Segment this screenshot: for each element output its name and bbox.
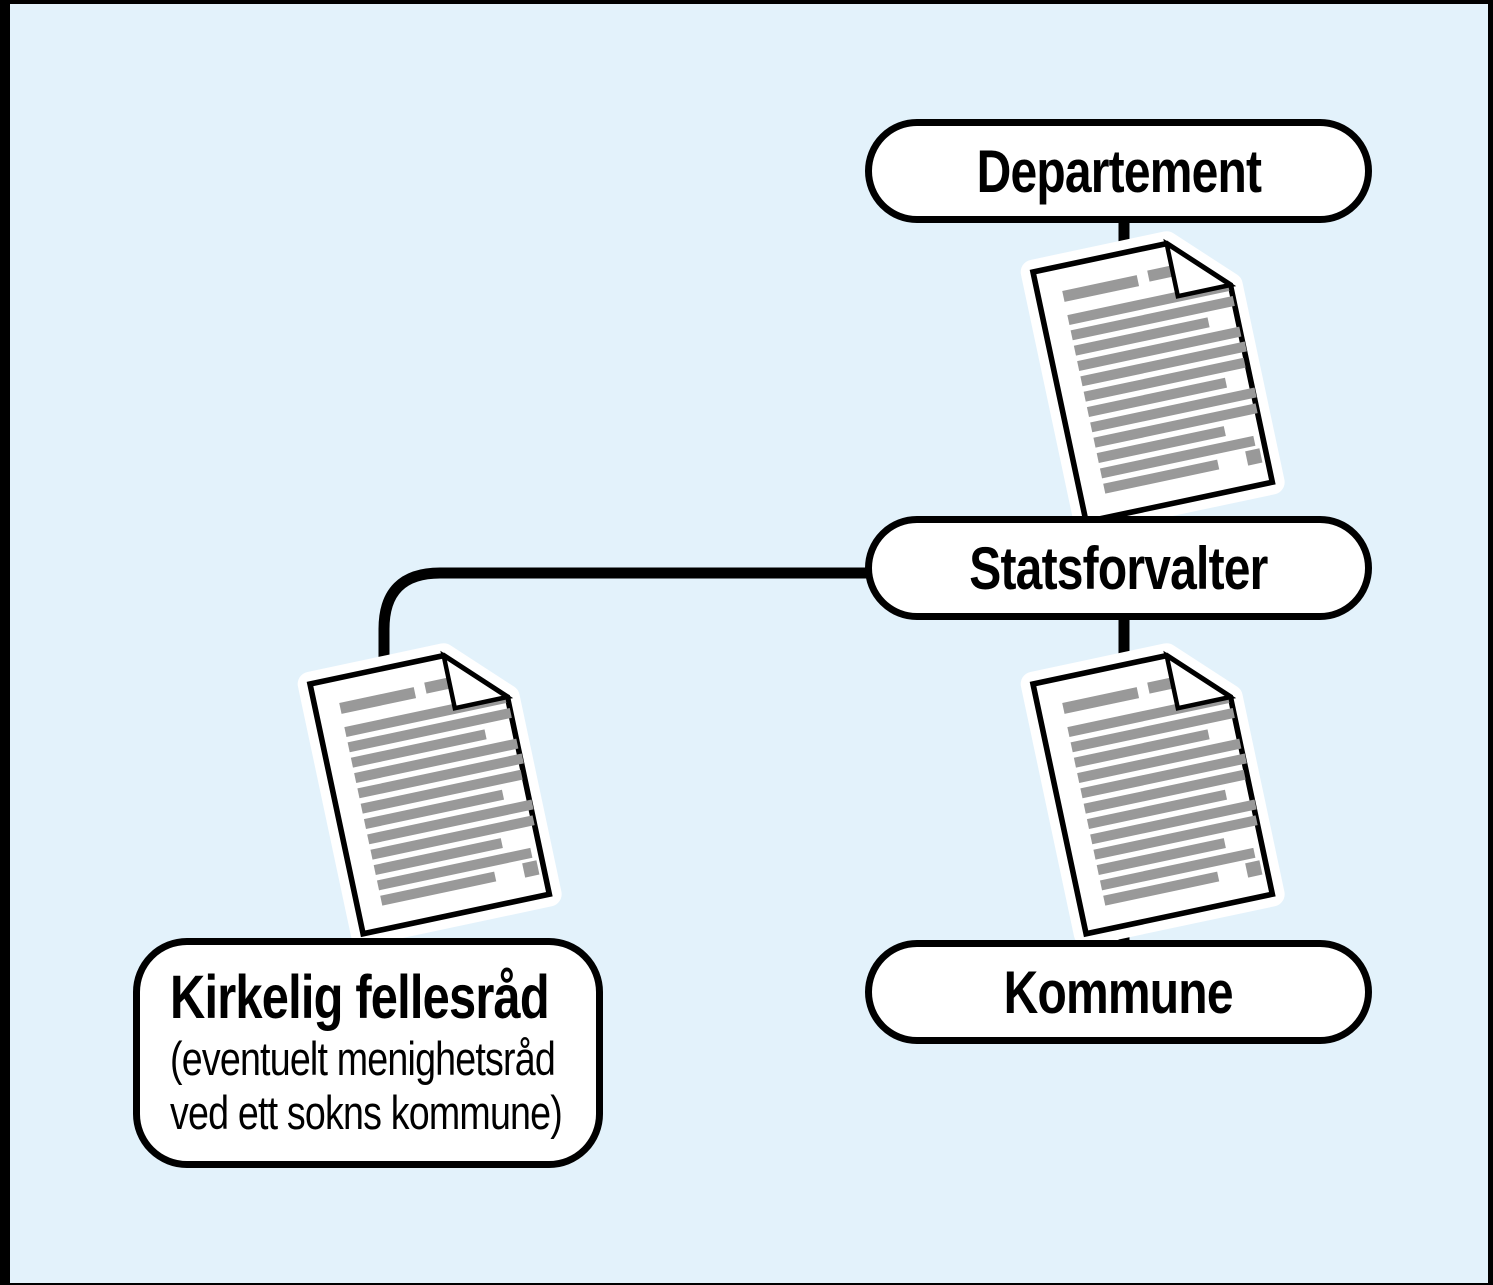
node-kommune: Kommune (865, 940, 1372, 1044)
node-kommune-label: Kommune (1003, 958, 1234, 1026)
node-departement: Departement (865, 119, 1372, 223)
document-icon (1033, 232, 1275, 522)
document-icon (310, 644, 552, 934)
node-statsforvalter-label: Statsforvalter (969, 534, 1268, 602)
node-departement-label: Departement (976, 137, 1261, 205)
node-kirkelig-fellesrad-label: Kirkelig fellesråd (170, 963, 550, 1032)
node-kirkelig-fellesrad-subline1: (eventuelt menighetsråd (170, 1032, 556, 1086)
node-statsforvalter: Statsforvalter (865, 516, 1372, 620)
diagram-graphics (10, 219, 1489, 954)
document-icon (1033, 644, 1275, 934)
connector-statsforvalter-kirkelig (378, 567, 875, 949)
node-kirkelig-fellesrad: Kirkelig fellesråd (eventuelt menighetsr… (133, 938, 603, 1168)
node-kirkelig-fellesrad-subline2: ved ett sokns kommune) (170, 1086, 563, 1139)
